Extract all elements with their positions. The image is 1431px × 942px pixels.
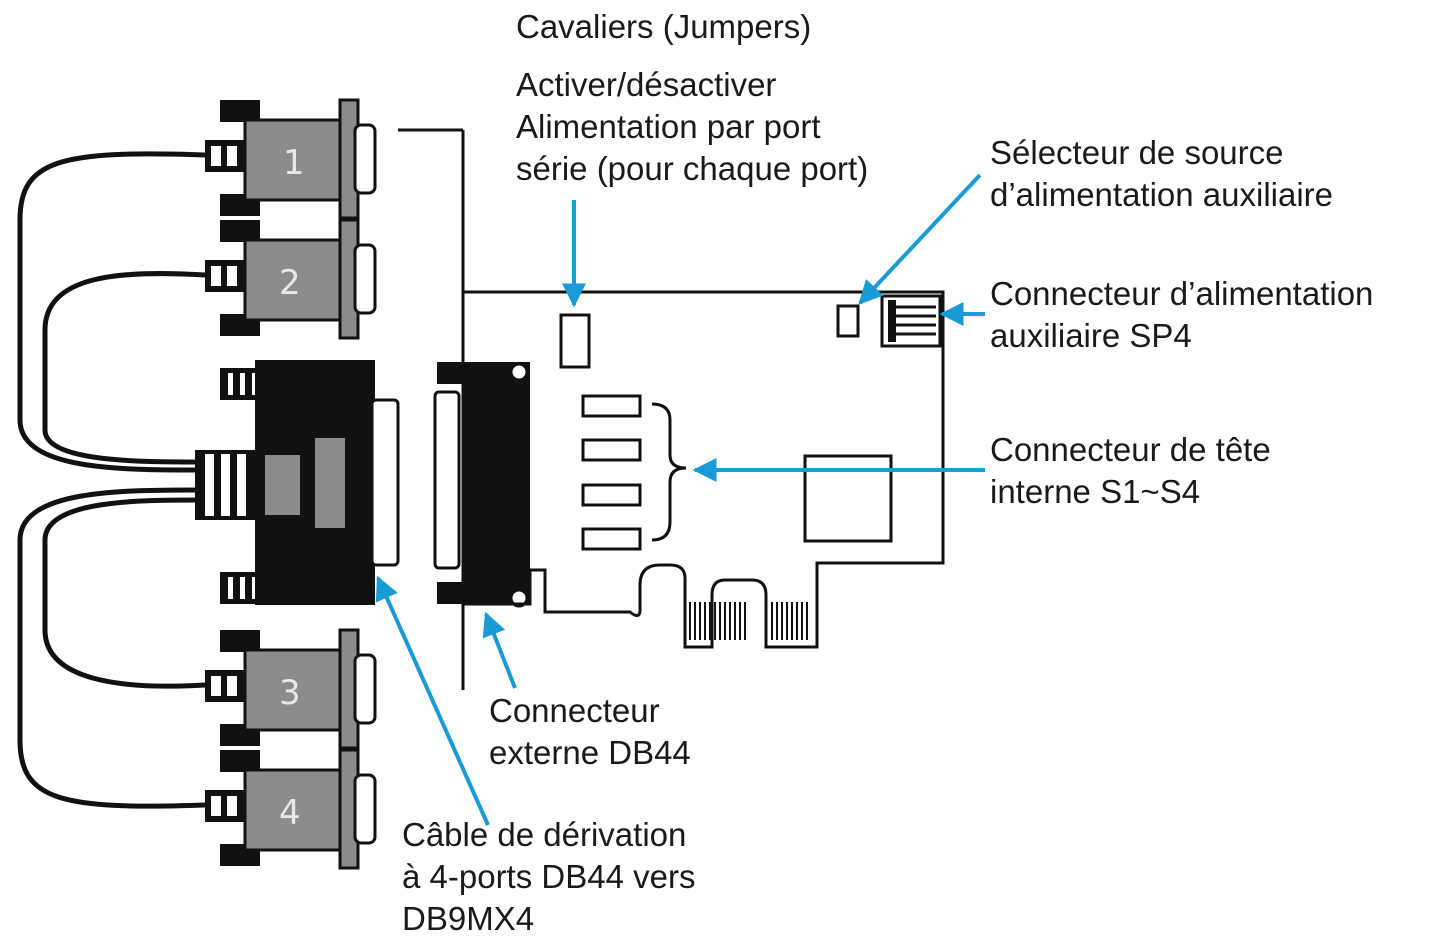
pcie-gold-fingers	[689, 602, 808, 640]
db9-port-3: 3	[205, 628, 377, 750]
header-bracket-brace	[651, 402, 687, 542]
label-aux-connector: Connecteur d’alimentation auxiliaire SP4	[990, 273, 1373, 357]
label-line: d’alimentation auxiliaire	[990, 176, 1334, 213]
callout-arrows	[375, 173, 985, 826]
aux-power-selector	[836, 304, 860, 338]
label-line: série (pour chaque port)	[516, 150, 869, 187]
label-line: Sélecteur de source	[990, 134, 1284, 171]
pcb-outline	[463, 290, 945, 649]
label-line: Connecteur d’alimentation	[990, 275, 1374, 312]
label-line: Alimentation par port	[516, 108, 821, 145]
label-line: auxiliaire SP4	[990, 317, 1192, 354]
label-line: Cavaliers (Jumpers)	[516, 8, 812, 45]
label-line: externe DB44	[489, 734, 691, 771]
label-aux-selector: Sélecteur de source d’alimentation auxil…	[990, 132, 1333, 216]
port-number-label: 1	[283, 143, 305, 183]
db44-cable-plug	[195, 360, 400, 605]
port-number-label: 2	[279, 263, 301, 303]
port-number-label: 4	[279, 793, 301, 833]
label-line: à 4-ports DB44 vers	[402, 858, 696, 895]
label-line: Connecteur de tête	[990, 431, 1271, 468]
db9-port-1: 1	[205, 98, 377, 220]
sp4-power-connector	[880, 294, 942, 348]
label-jumpers-desc: Activer/désactiver Alimentation par port…	[516, 64, 868, 190]
arrow-db44-external	[482, 611, 517, 689]
jumper-block	[559, 313, 591, 369]
label-line: DB9MX4	[402, 900, 535, 937]
label-line: Connecteur	[489, 692, 660, 729]
label-internal-header: Connecteur de tête interne S1~S4	[990, 429, 1271, 513]
label-breakout-cable: Câble de dérivation à 4-ports DB44 vers …	[402, 814, 695, 940]
db44-card-connector	[433, 362, 530, 608]
label-line: interne S1~S4	[990, 473, 1201, 510]
label-line: Activer/désactiver	[516, 66, 777, 103]
label-external-connector: Connecteur externe DB44	[489, 690, 691, 774]
db9-port-4: 4	[205, 748, 377, 870]
breakout-cable-wires	[17, 151, 206, 809]
arrow-breakout-cable	[375, 575, 490, 826]
port-number-label: 3	[279, 673, 301, 713]
db9-port-2: 2	[205, 218, 377, 340]
label-line: Câble de dérivation	[402, 816, 687, 853]
internal-headers-s1-s4	[581, 394, 642, 551]
arrow-aux-selector	[858, 173, 982, 305]
label-jumpers-title: Cavaliers (Jumpers)	[516, 6, 811, 48]
